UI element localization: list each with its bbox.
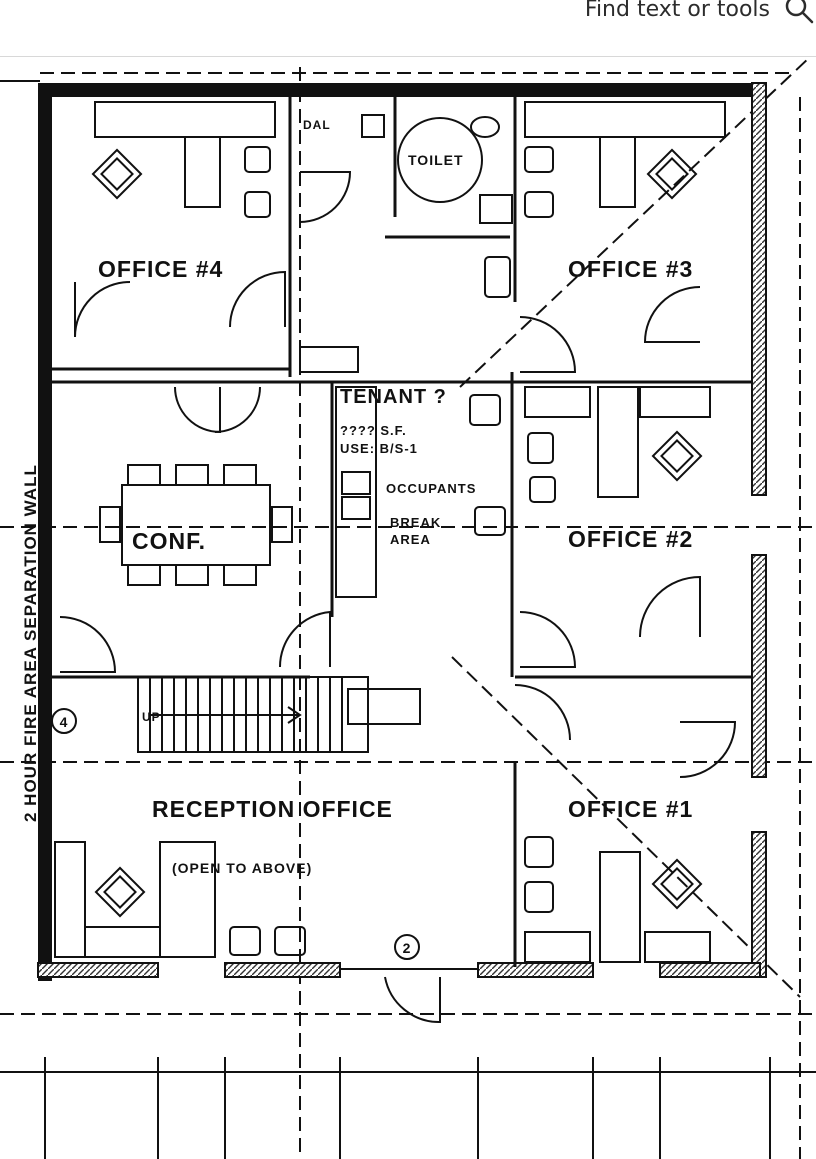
svg-text:2: 2 <box>403 940 412 956</box>
break-counter <box>335 386 377 598</box>
label-office-2: OFFICE #2 <box>568 526 693 552</box>
label-conference: CONF. <box>132 528 206 554</box>
toilet-fixture <box>470 116 500 138</box>
floor-drain <box>361 114 385 138</box>
label-occupants: OCCUPANTS <box>386 481 476 496</box>
label-square-footage: ???? S.F. <box>340 423 407 438</box>
label-open-to-above: (OPEN TO ABOVE) <box>172 860 312 876</box>
label-tenant: TENANT ? <box>340 386 447 408</box>
toolbar: Find text or tools <box>0 0 816 57</box>
label-stair-up: UP <box>142 710 161 724</box>
interior-walls <box>52 97 752 967</box>
label-fire-separation-wall: 2 HOUR FIRE AREA SEPARATION WALL <box>21 464 40 822</box>
label-office-1: OFFICE #1 <box>568 796 693 822</box>
label-office-4: OFFICE #4 <box>98 256 223 282</box>
label-break: BREAK <box>390 515 441 530</box>
label-area: AREA <box>390 532 431 547</box>
label-reception-office: RECEPTION OFFICE <box>152 796 393 822</box>
chairs <box>229 146 556 956</box>
grid-lines <box>0 57 816 1159</box>
floor-plan-drawing: 4 2 OFFICE #4 OFFICE #3 DAL TOILET TENAN… <box>0 57 816 1159</box>
lounge-chairs <box>91 148 703 918</box>
door-swings <box>59 171 737 1024</box>
label-dal: DAL <box>303 118 331 132</box>
label-toilet: TOILET <box>408 152 464 168</box>
label-office-3: OFFICE #3 <box>568 256 693 282</box>
stair <box>137 676 421 753</box>
office-desks <box>54 101 726 963</box>
svg-text:4: 4 <box>60 714 69 730</box>
exterior-walls <box>0 80 767 981</box>
sink-fixture <box>479 194 513 224</box>
conference-table <box>99 464 293 586</box>
label-use-group: USE: B/S-1 <box>340 441 418 456</box>
find-text-or-tools-field[interactable]: Find text or tools <box>584 0 770 22</box>
column-lines <box>0 1057 816 1159</box>
search-icon[interactable] <box>782 0 816 26</box>
grid-marker-2: 2 <box>394 934 420 960</box>
floor-plan: 4 2 OFFICE #4 OFFICE #3 DAL TOILET TENAN… <box>0 57 816 1159</box>
toilet-turning-circle <box>397 117 483 203</box>
grid-marker-4: 4 <box>51 708 77 734</box>
